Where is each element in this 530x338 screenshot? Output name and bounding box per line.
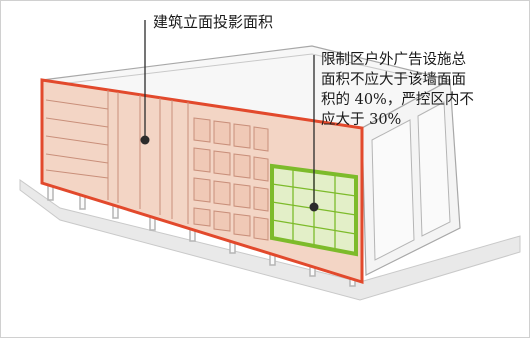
side-window-left bbox=[371, 119, 415, 261]
ad-leader-dot bbox=[309, 202, 319, 212]
roof-parapet-line bbox=[59, 53, 437, 85]
facade-mid-panels bbox=[117, 92, 189, 224]
ad-limit-line-3: 积的 40%，严控区内不 bbox=[321, 92, 474, 108]
facade-window-grid bbox=[193, 117, 269, 241]
ad-limit-note: 限制区户外广告设施总 面积不应大于该墙面面 积的 40%，严控区内不 应大于 3… bbox=[321, 50, 526, 130]
facade-area-label: 建筑立面投影面积 bbox=[153, 13, 274, 31]
ground-base bbox=[19, 179, 521, 301]
facade-leader-dot bbox=[140, 135, 150, 145]
ad-limit-line-1: 限制区户外广告设施总 bbox=[321, 52, 466, 68]
facade-left-panels bbox=[45, 90, 109, 200]
side-window-right bbox=[417, 101, 451, 237]
ad-limit-line-4: 应大于 30% bbox=[321, 112, 402, 128]
ad-limit-line-2: 面积不应大于该墙面面 bbox=[321, 72, 466, 88]
